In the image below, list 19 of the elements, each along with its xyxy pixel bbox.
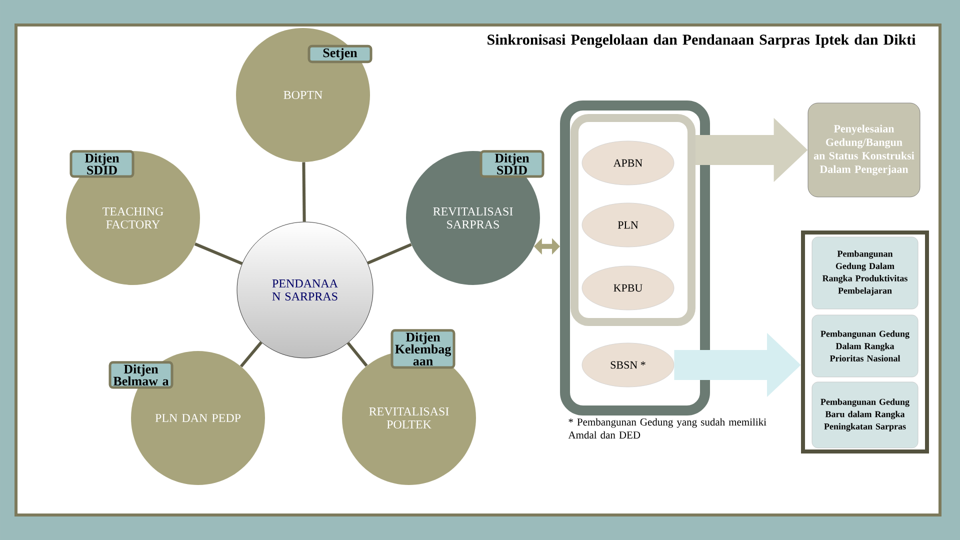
- rounded-frame: [560, 100, 710, 416]
- group-box: [801, 230, 929, 454]
- program-box: Pembangunan Gedung Baru dalam Rangka Peningkatan Sarpras: [812, 382, 918, 448]
- name-tag: Ditjen SDID: [480, 150, 544, 178]
- name-tag: Ditjen Kelembag aan: [390, 329, 456, 369]
- name-tag: Ditjen SDID: [70, 150, 134, 178]
- footnote: * Pembangunan Gedung yang sudah memiliki Amdal dan DED: [568, 418, 766, 439]
- name-tag: Ditjen Belmaw a: [108, 361, 174, 389]
- connector-line: [367, 243, 412, 264]
- connector-line: [240, 341, 262, 368]
- connector-line: [302, 162, 306, 222]
- name-tag: Setjen: [308, 44, 372, 64]
- rounded-frame: [570, 114, 696, 326]
- result-box: Penyelesaian Gedung/Bangun an Status Konstruksi Dalam Pengerjaan: [808, 102, 920, 198]
- program-box: Pembangunan Gedung Dalam Rangka Produktivitas Pembelajaran: [812, 236, 918, 310]
- connector-line: [194, 242, 243, 266]
- program-box: Pembangunan Gedung Dalam Rangka Prioritas Nasional: [812, 314, 918, 378]
- connector-line: [346, 342, 368, 367]
- title: Sinkronisasi Pengelolaan dan Pendanaan Sarpras Iptek dan Dikti: [488, 34, 916, 48]
